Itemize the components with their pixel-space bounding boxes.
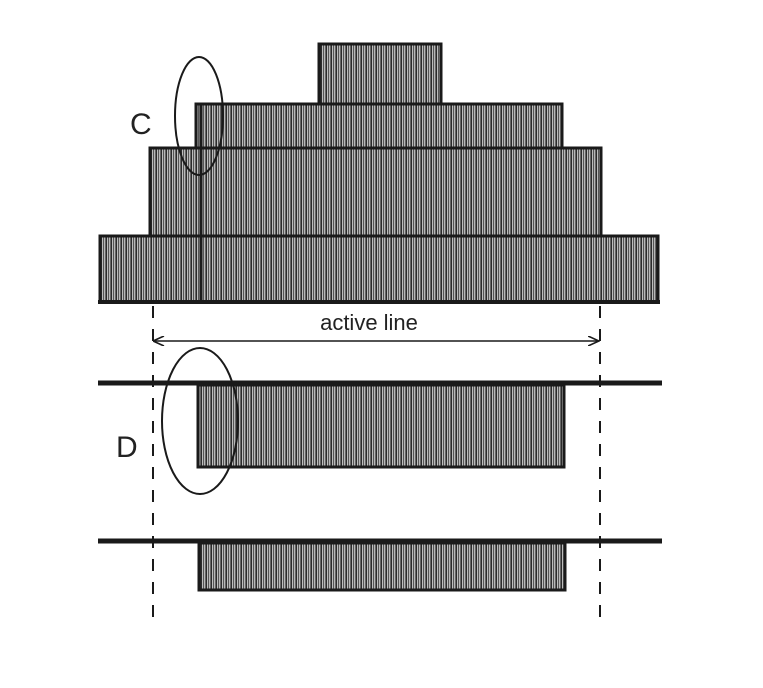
base-layer bbox=[98, 234, 660, 304]
middle-block bbox=[196, 383, 566, 469]
circle-c-marker bbox=[174, 56, 224, 176]
label-d: D bbox=[116, 431, 138, 464]
bottom-block bbox=[197, 541, 567, 592]
middle-layer bbox=[148, 146, 603, 238]
middle-profile bbox=[98, 380, 662, 469]
top-layer bbox=[317, 42, 443, 106]
stacked-profile bbox=[98, 42, 660, 304]
bottom-profile bbox=[98, 538, 662, 592]
active-line-label: active line bbox=[320, 310, 418, 335]
label-c: C bbox=[130, 108, 152, 141]
circle-d-marker bbox=[161, 347, 239, 495]
upper-layer bbox=[194, 102, 564, 150]
